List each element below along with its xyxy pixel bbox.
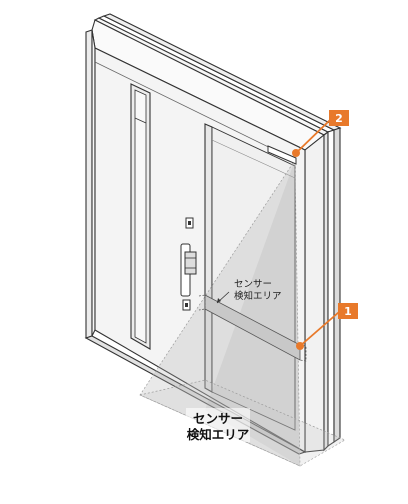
glass-divider	[134, 117, 147, 124]
door-leaf	[94, 47, 306, 453]
door-top-rail-line	[94, 61, 296, 161]
frame-right-jamb-1	[323, 130, 329, 452]
small-label-line1: センサー	[234, 279, 272, 290]
lower-lock-keyhole	[185, 303, 188, 307]
vertical-glass-inner	[134, 89, 147, 344]
large-label-backdrop	[186, 408, 250, 442]
callout-2-badge	[329, 110, 349, 126]
large-label-line1: センサー	[193, 411, 243, 426]
callout-1-number: 1	[344, 305, 352, 318]
callout-1-leader	[299, 311, 340, 347]
door-frame	[84, 13, 342, 455]
callout-1: 1	[299, 303, 358, 347]
frame-left-jamb	[85, 29, 93, 339]
callout-2-leader	[295, 119, 331, 154]
small-label-arrow	[217, 298, 221, 303]
frame-right-jamb-2	[327, 129, 335, 448]
door-hardware	[180, 217, 197, 311]
callout-2: 2	[295, 110, 349, 154]
side-panel-top-line	[211, 139, 296, 179]
upper-lock-keyhole	[188, 221, 191, 225]
callout-2-number: 2	[335, 112, 343, 125]
top-sensor-housing	[267, 145, 297, 165]
callout-1-badge	[338, 303, 358, 319]
large-label-line2: 検知エリア	[187, 427, 250, 442]
sensor-area-small-label: センサー 検知エリア	[216, 279, 282, 304]
top-sensor-cone-shade	[205, 160, 300, 466]
door-handle-lever	[184, 251, 197, 275]
frame-right-jamb-inner	[304, 133, 325, 453]
sensor-area-large-label: センサー 検知エリア	[186, 408, 250, 442]
frame-right-jamb-3	[333, 127, 341, 444]
small-label-line2: 検知エリア	[234, 290, 282, 302]
